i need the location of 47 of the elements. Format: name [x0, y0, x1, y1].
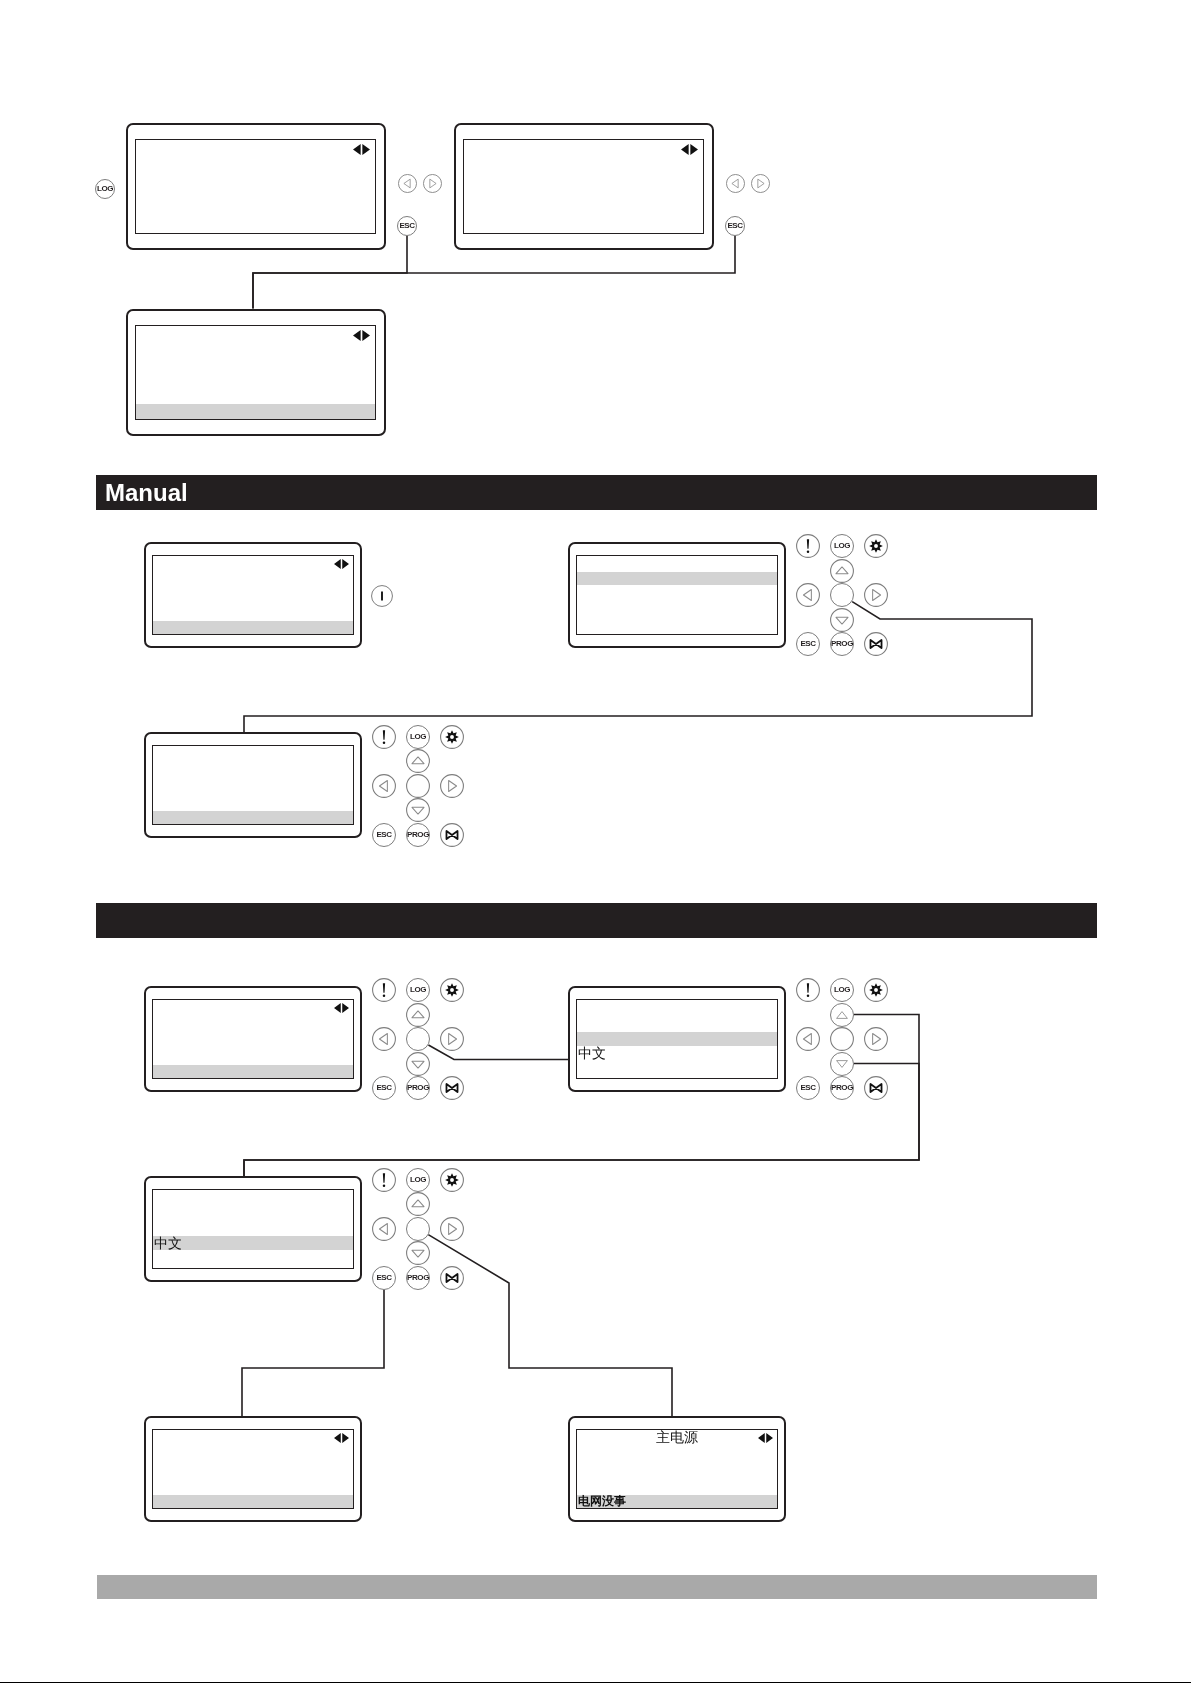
- lcd-display: [144, 986, 362, 1092]
- screen-text: 中文: [578, 1046, 606, 1061]
- keypad-button: LOG: [406, 978, 430, 1002]
- keypad-button: LOG: [95, 179, 115, 199]
- keypad-button: ESC: [725, 215, 745, 236]
- lcd-display: [568, 986, 786, 1092]
- lcd-display: [144, 1416, 362, 1522]
- connector-line: [252, 234, 736, 310]
- connector-line: [243, 600, 1033, 733]
- keypad-button: ESC: [796, 632, 820, 657]
- lcd-display: [126, 308, 386, 436]
- screen-text: 电网没事: [578, 1495, 626, 1508]
- keypad-button: [830, 1002, 854, 1027]
- keypad-button: LOG: [830, 978, 854, 1002]
- keypad-button: [830, 1051, 854, 1076]
- connector-line: [427, 1044, 569, 1061]
- keypad-button: [830, 583, 854, 608]
- keypad-button: LOG: [406, 724, 430, 749]
- keypad-button: PROG: [406, 822, 430, 847]
- lcd-display: [144, 542, 362, 648]
- lcd-display: [568, 542, 786, 648]
- connector-line: [241, 1288, 385, 1417]
- connector-line: [243, 1062, 920, 1177]
- keypad-button: LOG: [406, 1167, 430, 1192]
- footer-bar: [97, 1575, 1097, 1599]
- lcd-display: [126, 123, 386, 250]
- keypad-button: PROG: [406, 1265, 430, 1290]
- keypad-button: ESC: [372, 822, 396, 847]
- keypad-button: [406, 1027, 430, 1051]
- lcd-display: [144, 732, 362, 838]
- keypad-button: PROG: [830, 1076, 854, 1100]
- section-header-bar: [96, 475, 1097, 510]
- keypad-button: ESC: [372, 1076, 396, 1100]
- section-header-bar: [96, 903, 1097, 938]
- keypad-button: ESC: [796, 1076, 820, 1100]
- lcd-display: [454, 123, 714, 250]
- keypad-button: PROG: [406, 1076, 430, 1100]
- screen-text: 中文: [154, 1236, 182, 1250]
- section-title: Manual: [105, 480, 188, 505]
- lcd-display: [568, 1416, 786, 1522]
- keypad-button: PROG: [830, 632, 854, 657]
- keypad-button: ESC: [372, 1265, 396, 1290]
- keypad-button: LOG: [830, 534, 854, 559]
- keypad-button: ESC: [397, 215, 417, 236]
- lcd-display: [144, 1176, 362, 1282]
- screen-text: 主电源: [656, 1430, 698, 1445]
- keypad-button: [406, 1216, 430, 1241]
